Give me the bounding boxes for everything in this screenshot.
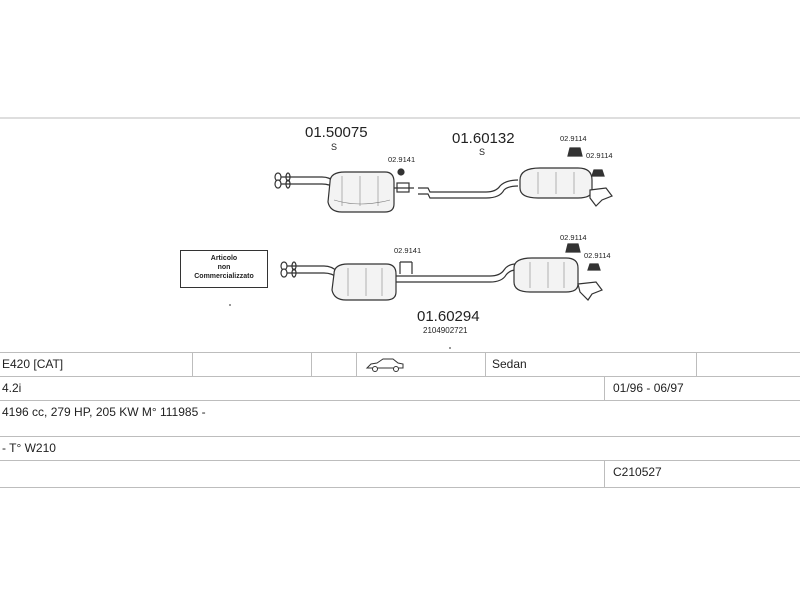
table-row-model: E420 [CAT] Sedan <box>0 352 800 377</box>
lower-assembly <box>280 243 603 301</box>
note-line-1: Articolo <box>210 255 238 262</box>
type-cell: - T° W210 <box>2 441 56 455</box>
table-row-engine: 4.2i 01/96 - 06/97 <box>0 376 800 401</box>
lower-part-number: 01.60294 <box>417 308 480 325</box>
upper-rear-part-number: 01.60132 <box>452 130 515 147</box>
upper-front-part-number: 01.50075 <box>305 124 368 141</box>
upper-tail-pipe <box>589 187 613 207</box>
specs-cell: 4196 cc, 279 HP, 205 KW M° 111985 - <box>2 405 206 419</box>
lower-front-muffler <box>331 263 397 301</box>
lower-clamp-3-label: 02.9114 <box>584 251 611 260</box>
vehicle-icon-cell <box>356 353 487 377</box>
engine-cell: 4.2i <box>2 381 22 395</box>
upper-hangers <box>397 147 605 177</box>
upper-front-inlet-pipes <box>274 172 335 189</box>
upper-clamp-1-label: 02.9141 <box>388 155 415 164</box>
lower-tail-pipe <box>577 281 603 301</box>
lower-clamp-1 <box>399 261 413 274</box>
empty-cell <box>696 353 800 377</box>
upper-clamp-1 <box>394 182 414 193</box>
lower-hangers <box>565 243 601 271</box>
lower-rear-muffler <box>513 257 579 293</box>
upper-clamp-2-label: 02.9114 <box>560 134 587 143</box>
not-sold-note: Articolo non Commercializzato <box>180 250 268 288</box>
exhaust-system-diagram: 01.50075 S 01.60132 S 02.9141 02.9114 02… <box>0 117 800 349</box>
upper-rear-part-flag: S <box>479 147 485 157</box>
note-line-2: non <box>217 264 231 271</box>
lower-clamp-1-label: 02.9141 <box>394 246 421 255</box>
upper-assembly <box>274 147 613 213</box>
table-row-specs: 4196 cc, 279 HP, 205 KW M° 111985 - <box>0 400 800 437</box>
empty-cell <box>192 353 313 377</box>
table-row-code: C210527 <box>0 460 800 488</box>
table-row-type: - T° W210 <box>0 436 800 461</box>
lower-front-inlet-pipes <box>280 261 339 279</box>
empty-cell <box>311 353 358 377</box>
upper-middle-pipe <box>418 179 519 199</box>
body-type-cell: Sedan <box>485 353 702 377</box>
model-cell: E420 [CAT] <box>2 357 64 371</box>
upper-rear-muffler <box>519 167 593 199</box>
note-line-3: Commercializzato <box>194 273 254 280</box>
lower-clamp-2-label: 02.9114 <box>560 233 587 242</box>
years-cell: 01/96 - 06/97 <box>604 377 800 401</box>
upper-clamp-3-label: 02.9114 <box>586 151 613 160</box>
lower-middle-pipe <box>396 263 517 283</box>
lower-oe-number: 2104902721 <box>423 326 468 335</box>
sedan-car-icon <box>365 358 404 372</box>
upper-front-part-flag: S <box>331 142 337 152</box>
code-cell: C210527 <box>604 461 800 487</box>
upper-front-muffler <box>327 171 395 213</box>
